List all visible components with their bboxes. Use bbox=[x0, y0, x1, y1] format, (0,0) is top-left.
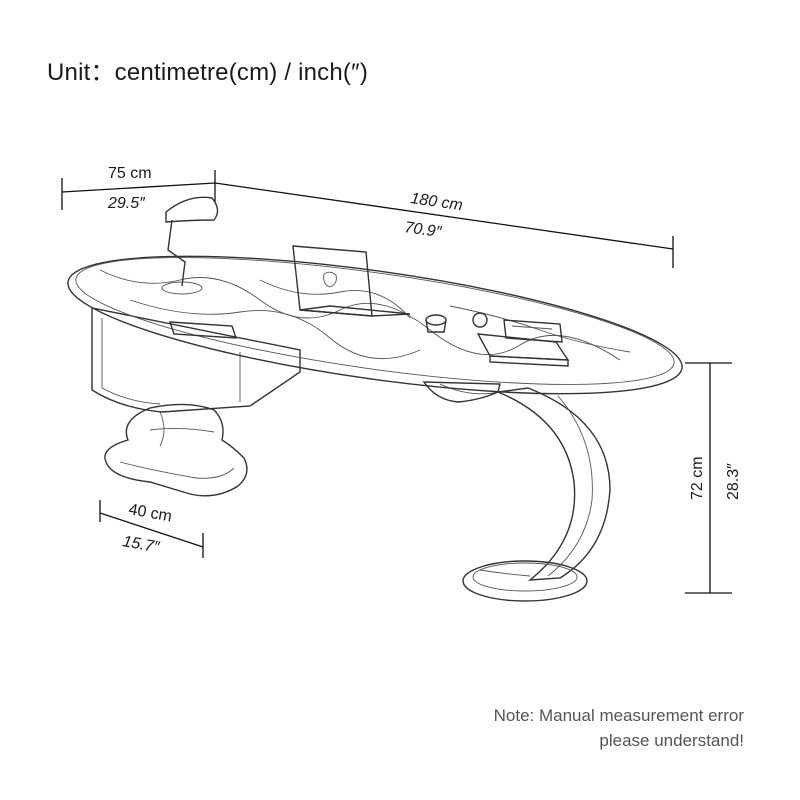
desk-cabinet bbox=[91, 307, 301, 413]
depth-dimension: 75 cm 29.5″ bbox=[61, 165, 216, 212]
desk-top bbox=[67, 255, 683, 395]
length-line bbox=[214, 182, 674, 250]
desk-lamp bbox=[161, 196, 219, 295]
desk-illustration bbox=[67, 196, 683, 602]
height-in-label: 28.3″ bbox=[725, 463, 742, 500]
length-dimension: 180 cm 70.9″ bbox=[214, 182, 674, 268]
desk-right-base bbox=[462, 560, 588, 602]
unit-title: Unit：centimetre(cm) / inch(″) bbox=[47, 59, 369, 86]
height-dimension: 72 cm 28.3″ bbox=[685, 362, 742, 594]
laptop bbox=[292, 245, 411, 317]
depth-cm-label: 75 cm bbox=[108, 165, 152, 182]
desk-right-leg bbox=[422, 381, 611, 581]
cup bbox=[425, 314, 447, 333]
depth-line bbox=[61, 182, 216, 193]
base-cm-label: 40 cm bbox=[127, 501, 173, 525]
clock bbox=[472, 312, 488, 328]
base-line bbox=[99, 512, 204, 548]
note-line-1: Note: Manual measurement error bbox=[493, 706, 744, 725]
book-stack bbox=[476, 319, 570, 367]
base-dimension: 40 cm 15.7″ bbox=[99, 500, 204, 558]
depth-in-label: 29.5″ bbox=[107, 195, 146, 212]
length-cm-label: 180 cm bbox=[409, 190, 463, 214]
desk-left-foot bbox=[104, 403, 248, 497]
base-in-label: 15.7″ bbox=[121, 533, 162, 556]
length-in-label: 70.9″ bbox=[403, 219, 443, 241]
keyboard bbox=[169, 321, 237, 339]
note-line-2: please understand! bbox=[599, 731, 744, 750]
height-cm-label: 72 cm bbox=[689, 456, 706, 500]
